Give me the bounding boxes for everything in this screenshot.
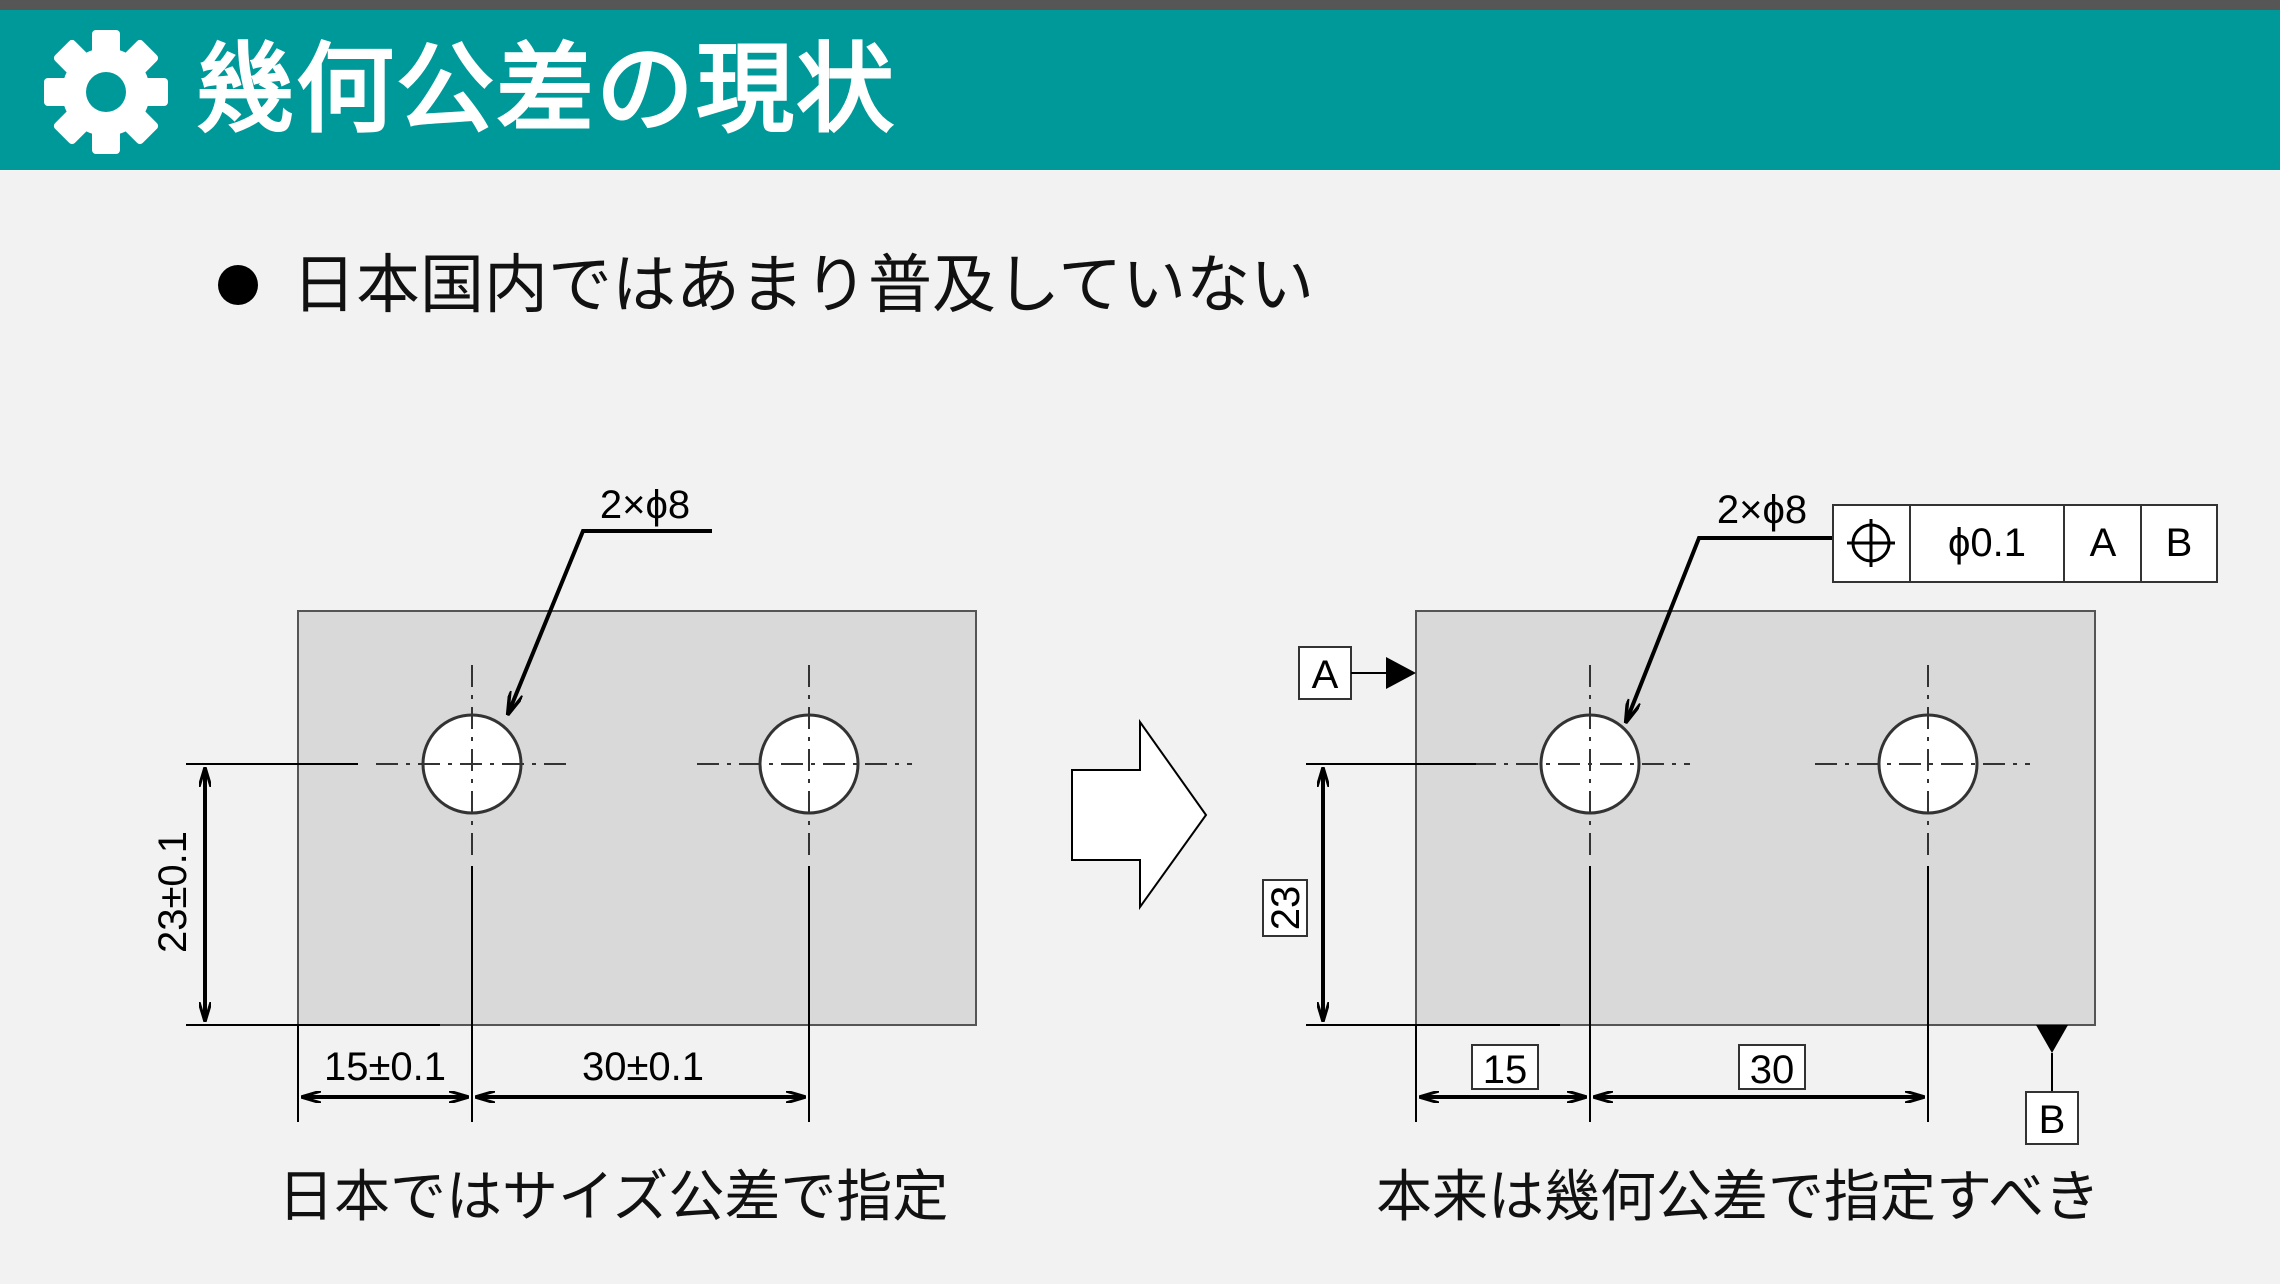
frame-datum-a: A — [2090, 521, 2117, 565]
right-caption: 本来は幾何公差で指定すべき — [1376, 1165, 2101, 1230]
right-vertical-dim: 23 — [1264, 886, 1308, 931]
feature-control-frame: ϕ0.1 A B — [1832, 504, 2218, 583]
left-vertical-dim: 23±0.1 — [151, 831, 195, 953]
svg-text:A: A — [1312, 653, 1339, 697]
datum-b-symbol: B — [2025, 1025, 2079, 1145]
bullet-text: 日本国内ではあまり普及していない — [292, 249, 1315, 323]
top-border — [0, 0, 2280, 10]
left-drawing: 2×ϕ8 23±0.1 15±0.1 30±0.1 — [151, 483, 977, 1122]
bullet-dot — [218, 265, 258, 305]
datum-a-symbol: A — [1298, 646, 1416, 700]
right-callout: 2×ϕ8 — [1717, 488, 1807, 532]
page-title: 幾何公差の現状 — [196, 33, 897, 147]
left-dim-30: 30±0.1 — [582, 1045, 704, 1089]
right-drawing: ϕ0.1 A B A B 23 15 30 2×ϕ8 — [1262, 488, 2218, 1145]
left-dim-15: 15±0.1 — [324, 1045, 446, 1089]
header-bar — [0, 10, 2280, 170]
svg-text:B: B — [2039, 1098, 2066, 1142]
frame-tolerance: ϕ0.1 — [1948, 521, 2026, 565]
right-dim-30: 30 — [1750, 1048, 1795, 1092]
right-dim-15: 15 — [1483, 1048, 1528, 1092]
left-callout: 2×ϕ8 — [600, 483, 690, 527]
position-icon — [1847, 519, 1895, 567]
gear-icon — [44, 30, 168, 154]
transition-arrow — [1071, 718, 1208, 911]
left-caption: 日本ではサイズ公差で指定 — [278, 1165, 949, 1230]
frame-datum-b: B — [2166, 521, 2193, 565]
right-part — [1415, 610, 2096, 1026]
left-part — [297, 610, 977, 1026]
